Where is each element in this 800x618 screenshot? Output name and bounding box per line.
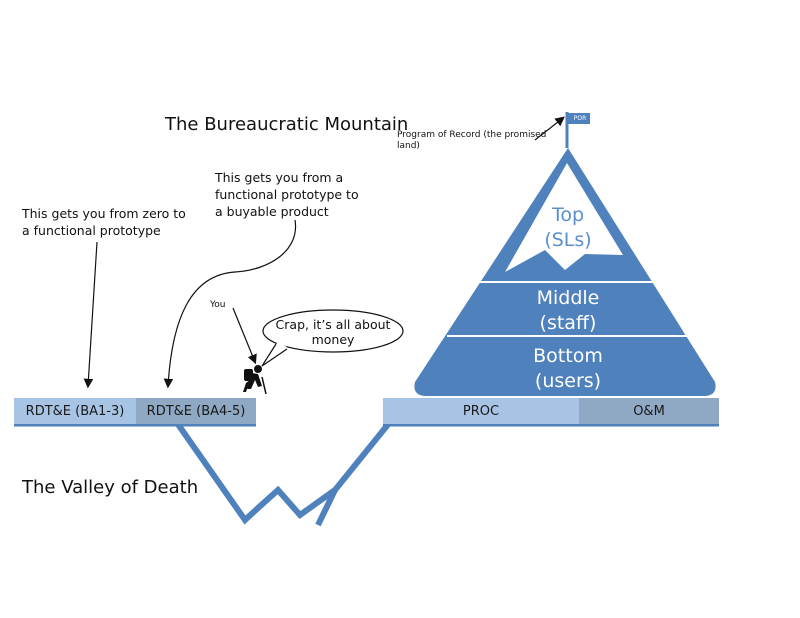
hiker-icon: [243, 365, 266, 394]
note-prototype-to-product: This gets you from a functional prototyp…: [215, 169, 370, 220]
pyramid-bottom-label: Bottom (users): [493, 344, 643, 394]
note-zero-to-prototype: This gets you from zero to a functional …: [22, 205, 192, 239]
bar-rdte-1-label: RDT&E (BA1-3): [14, 398, 136, 424]
bar-om-label: O&M: [579, 398, 719, 424]
bar-proc-label: PROC: [383, 398, 579, 424]
pyramid-middle-line1: Middle: [498, 286, 638, 311]
speech-bubble-text: Crap, it’s all about money: [270, 317, 396, 347]
pyramid-top-line2: (SLs): [518, 228, 618, 253]
arrow-you: [233, 308, 255, 362]
note-por: Program of Record (the promised land): [397, 130, 547, 152]
note-you: You: [210, 300, 226, 311]
bar-rdte-2-label: RDT&E (BA4-5): [136, 398, 256, 424]
pyramid-bottom-line1: Bottom: [493, 344, 643, 369]
diagram-title: The Bureaucratic Mountain: [165, 114, 408, 135]
valley-line: [175, 420, 335, 525]
pyramid-middle-label: Middle (staff): [498, 286, 638, 336]
arrow-prototype-product: [168, 220, 296, 386]
pyramid-bottom-line2: (users): [493, 369, 643, 394]
flag-label: POR: [570, 113, 590, 124]
valley-label: The Valley of Death: [22, 477, 198, 498]
pyramid-top-label: Top (SLs): [518, 203, 618, 253]
arrow-zero-prototype: [88, 242, 97, 386]
valley-line-right: [335, 422, 390, 490]
pyramid-middle-line2: (staff): [498, 311, 638, 336]
pyramid-top-line1: Top: [518, 203, 618, 228]
